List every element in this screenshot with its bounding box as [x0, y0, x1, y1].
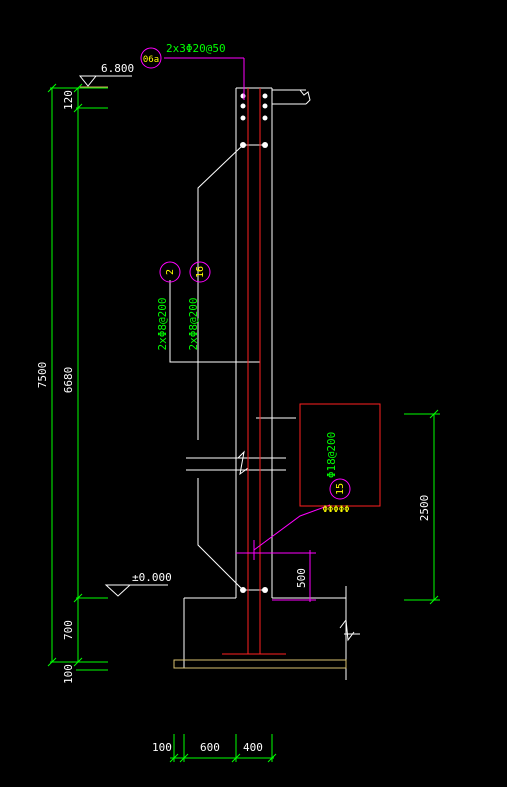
callout-16-tag: 16: [195, 266, 206, 278]
rebar-label-left: 2xΦ8@200: [156, 298, 169, 351]
callout-top-tag: 06a: [143, 55, 159, 65]
magenta-leaders: [164, 57, 331, 602]
callout-16: 16: [189, 261, 211, 283]
rebar-label-box2: ΦΦΦΦΦ: [322, 505, 349, 515]
left-dimension-lines: [47, 83, 108, 671]
column-outline: [169, 87, 360, 680]
elevation-top-marker: 6.800: [78, 62, 134, 87]
dim-right-short: 500: [295, 568, 308, 588]
elevation-ground-marker: ±0.000: [104, 571, 172, 597]
dim-horiz-right: 400: [243, 741, 263, 754]
dim-bottom-small: 100: [62, 664, 75, 684]
dim-horiz-mid: 600: [200, 741, 220, 754]
callout-top-rebar: 2x3Φ20@50: [166, 42, 226, 55]
main-rebars: [222, 88, 286, 655]
rebar-label-box: Φ18@200: [325, 432, 338, 478]
bottom-dimension-lines: [169, 734, 277, 763]
dim-total: 7500: [36, 362, 49, 389]
right-dimension-lines: [404, 409, 440, 605]
elevation-top-label: 6.800: [101, 62, 134, 75]
dim-right-tall: 2500: [418, 495, 431, 522]
dim-horiz-left: 100: [152, 741, 172, 754]
callout-2-tag: 2: [165, 269, 176, 275]
callout-top: 06a 2x3Φ20@50: [140, 42, 226, 69]
rebar-label-right: 2xΦ8@200: [187, 298, 200, 351]
rebar-dots: [240, 93, 268, 593]
dim-top-small: 120: [62, 90, 75, 110]
callout-2: 2: [159, 261, 181, 283]
callout-15: 15: [329, 478, 351, 500]
dim-bottom: 700: [62, 620, 75, 640]
elevation-ground-label: ±0.000: [132, 571, 172, 584]
callout-15-tag: 15: [335, 483, 346, 495]
dim-mid: 6680: [62, 367, 75, 394]
